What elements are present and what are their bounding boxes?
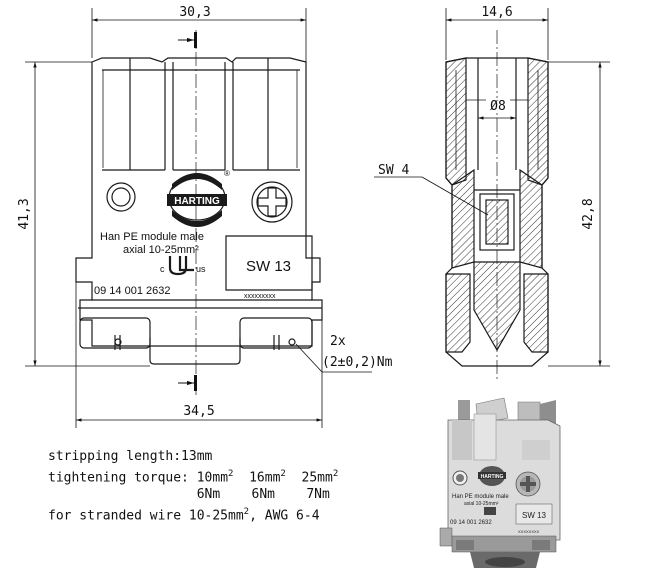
photo-name-line1: Han PE module male bbox=[452, 494, 509, 500]
photo-brand-text: HARTING bbox=[481, 474, 504, 480]
dim-height-side bbox=[548, 61, 610, 367]
photo-part-number: 09 14 001 2632 bbox=[450, 520, 492, 526]
dim-top-width-side bbox=[445, 8, 549, 60]
notes-block: stripping length:13mm tightening torque: … bbox=[48, 448, 338, 525]
photo-name-line2: axial 10-25mm² bbox=[464, 501, 499, 507]
torque-label: tightening torque: bbox=[48, 469, 189, 485]
cable-entry bbox=[149, 338, 241, 365]
dim-bottom-width-front-label: 34,5 bbox=[183, 404, 214, 419]
sw13-box bbox=[225, 235, 313, 291]
round-hole bbox=[106, 182, 136, 212]
torque-6nm-b: 6Nm bbox=[251, 487, 275, 503]
svg-text:us: us bbox=[196, 264, 206, 274]
photo-wrench-size: SW 13 bbox=[522, 511, 547, 520]
dim-top-width-front bbox=[91, 8, 307, 62]
round-hole-inner bbox=[111, 187, 131, 207]
dim-hex-leader bbox=[374, 176, 489, 216]
screw-count-label: 2x bbox=[330, 334, 346, 349]
torque-row: tightening torque: 10mm2 16mm2 25mm2 bbox=[48, 468, 339, 485]
serial-label: xxxxxxxxx bbox=[244, 293, 276, 300]
ul-mark: c us bbox=[160, 256, 206, 276]
module-name-line1: Han PE module male bbox=[100, 231, 204, 243]
product-photo: HARTING Han PE module male axial 10-25mm… bbox=[439, 397, 561, 568]
front-view bbox=[75, 30, 323, 395]
dim-height-front bbox=[25, 61, 150, 367]
part-number: 09 14 001 2632 bbox=[94, 285, 170, 297]
dim-top-width-front-label: 30,3 bbox=[179, 5, 210, 20]
wire-note: for stranded wire 10-25mm2, AWG 6-4 bbox=[48, 506, 320, 524]
size-25: 25mm bbox=[301, 469, 333, 485]
harting-logo: HARTING ® bbox=[167, 169, 230, 227]
side-section-view bbox=[445, 30, 549, 380]
registered-mark: ® bbox=[224, 169, 230, 178]
dim-top-width-side-label: 14,6 bbox=[481, 5, 512, 20]
brand-text: HARTING bbox=[174, 196, 220, 207]
dim-height-side-label: 42,8 bbox=[581, 198, 596, 229]
stripping-length-note: stripping length:13mm bbox=[48, 449, 213, 464]
section-marker-top bbox=[178, 32, 197, 48]
section-marker-bottom bbox=[178, 375, 197, 391]
dim-height-front-label: 41,3 bbox=[17, 198, 32, 229]
wrench-size-label: SW 13 bbox=[246, 258, 291, 275]
svg-text:c: c bbox=[160, 264, 165, 274]
torque-values-row: 6Nm 6Nm 7Nm bbox=[48, 486, 338, 504]
screw-cross bbox=[257, 187, 287, 217]
torque-6nm-a: 6Nm bbox=[196, 487, 221, 503]
screw-callout-leader bbox=[295, 343, 372, 373]
dim-bottom-width-front bbox=[75, 282, 323, 428]
torque-7nm: 7Nm bbox=[306, 487, 330, 503]
dim-hex-label: SW 4 bbox=[378, 163, 409, 178]
size-16: 16mm bbox=[249, 469, 281, 485]
module-name-line2: axial 10-25mm² bbox=[123, 244, 199, 256]
screw-torque-label: (2±0,2)Nm bbox=[322, 355, 393, 370]
size-10: 10mm bbox=[196, 469, 229, 485]
screw-head bbox=[251, 181, 293, 223]
photo-serial: XXXXXXXX bbox=[518, 529, 540, 534]
dim-bore-label: Ø8 bbox=[490, 99, 506, 114]
right-screw-clamp bbox=[239, 317, 313, 349]
